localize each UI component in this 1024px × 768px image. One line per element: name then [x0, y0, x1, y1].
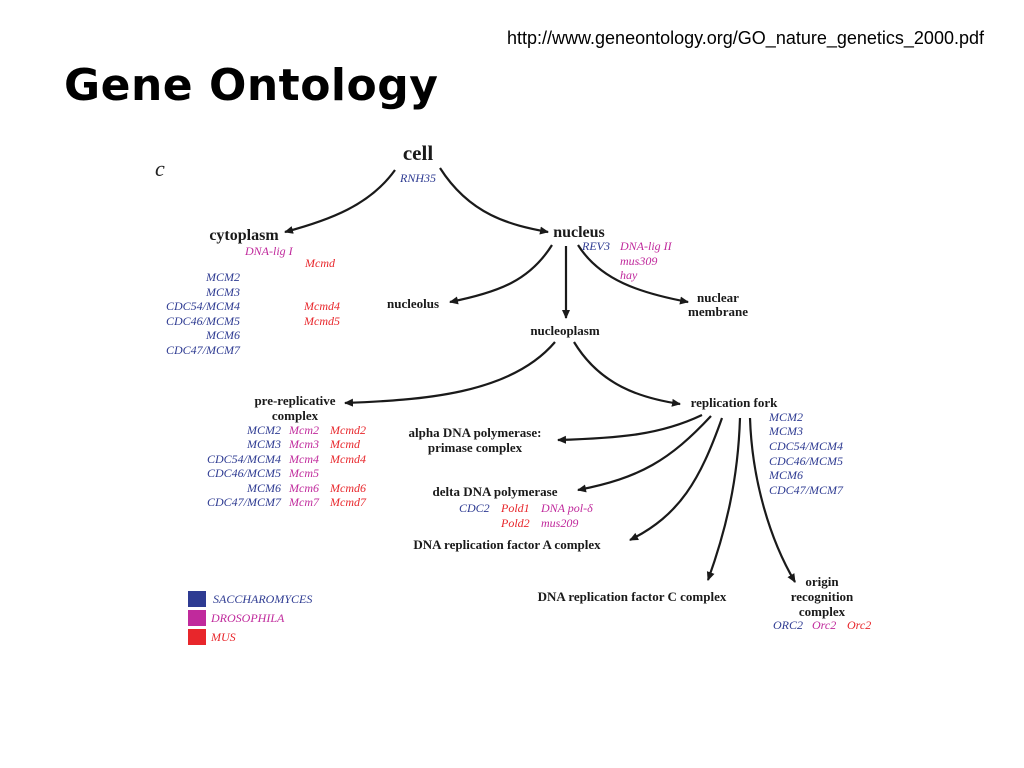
legend-label-saccharomyces: SACCHAROMYCES: [213, 592, 312, 606]
gene-prerep-mus-1: Mcmd: [329, 437, 361, 451]
gene-cell-rnh35: RNH35: [399, 171, 436, 185]
node-pre-replicative-line1: pre-replicative: [254, 393, 335, 408]
gene-prerep-sac-2: CDC54/MCM4: [207, 452, 281, 466]
gene-fork-sac-3: CDC46/MCM5: [769, 454, 843, 468]
gene-prerep-mus-2: Mcmd4: [329, 452, 366, 466]
gene-prerep-dro-5: Mcm7: [288, 495, 320, 509]
node-alpha-polymerase-line1: alpha DNA polymerase:: [409, 425, 542, 440]
edge-nucleoplasm-prerep: [344, 341, 556, 407]
panel-label: c: [155, 156, 165, 181]
node-nucleus: nucleus: [553, 224, 605, 241]
gene-fork-sac-4: MCM6: [768, 468, 803, 482]
legend-label-mus: MUS: [210, 630, 236, 644]
gene-fork-sac-5: CDC47/MCM7: [769, 483, 844, 497]
gene-nucleus-dro-0: DNA-lig II: [619, 239, 673, 253]
gene-prerep-mus-0: Mcmd2: [329, 423, 366, 437]
gene-prerep-dro-2: Mcm4: [288, 452, 319, 466]
nodes: cell cytoplasm nucleus nucleolus nuclear…: [209, 141, 854, 619]
edges: [284, 167, 796, 583]
edge-fork-rfc: [706, 417, 742, 581]
node-replication-factor-c: DNA replication factor C complex: [538, 589, 727, 604]
edge-cell-nucleus: [439, 167, 549, 235]
gene-prerep-sac-5: CDC47/MCM7: [207, 495, 282, 509]
gene-delta-dro-1: mus209: [541, 516, 578, 530]
slide-title: Gene Ontology: [64, 60, 439, 111]
gene-cytoplasm-sac-1: MCM3: [205, 285, 240, 299]
node-alpha-polymerase-line2: primase complex: [428, 440, 523, 455]
gene-prerep-dro-4: Mcm6: [288, 481, 319, 495]
gene-delta-mus-0: Pold1: [500, 501, 530, 515]
legend-swatch-mus: [188, 629, 206, 645]
gene-prerep-mus-4: Mcmd6: [329, 481, 366, 495]
gene-cytoplasm-dna-lig-i: DNA-lig I: [244, 244, 294, 258]
gene-prerep-mus-5: Mcmd7: [329, 495, 367, 509]
edge-fork-rfa: [629, 417, 724, 541]
gene-cytoplasm-mcmd: Mcmd: [304, 256, 336, 270]
species-legend: SACCHAROMYCES DROSOPHILA MUS: [188, 591, 312, 645]
edge-fork-delta: [577, 415, 712, 493]
edge-nucleoplasm-fork: [573, 341, 681, 407]
edge-nucleus-nucleolus: [449, 244, 553, 305]
gene-prerep-sac-1: MCM3: [246, 437, 281, 451]
gene-delta-mus-1: Pold2: [500, 516, 530, 530]
gene-nucleus-rev3: REV3: [581, 239, 610, 253]
node-pre-replicative-line2: complex: [272, 408, 319, 423]
gene-prerep-dro-3: Mcm5: [288, 466, 319, 480]
gene-annotations: RNH35 DNA-lig I Mcmd MCM2 MCM3 CDC54/MCM…: [166, 171, 871, 632]
gene-orc-sac: ORC2: [773, 618, 803, 632]
gene-cytoplasm-mus-0: Mcmd4: [303, 299, 340, 313]
node-nucleoplasm: nucleoplasm: [530, 323, 600, 338]
node-cytoplasm: cytoplasm: [209, 227, 279, 244]
gene-cytoplasm-sac-2: CDC54/MCM4: [166, 299, 240, 313]
node-nucleolus: nucleolus: [387, 296, 439, 311]
source-url[interactable]: http://www.geneontology.org/GO_nature_ge…: [507, 28, 984, 48]
legend-label-drosophila: DROSOPHILA: [210, 611, 285, 625]
node-orc-line3: complex: [799, 604, 846, 619]
gene-nucleus-dro-1: mus309: [620, 254, 657, 268]
node-nuclear-membrane-line2: membrane: [688, 304, 748, 319]
gene-fork-sac-2: CDC54/MCM4: [769, 439, 843, 453]
gene-fork-sac-1: MCM3: [768, 424, 803, 438]
gene-prerep-dro-1: Mcm3: [288, 437, 319, 451]
gene-orc-dro: Orc2: [812, 618, 836, 632]
edge-cell-cytoplasm: [284, 169, 396, 234]
gene-cytoplasm-sac-5: CDC47/MCM7: [166, 343, 241, 357]
node-orc-line1: origin: [805, 574, 839, 589]
gene-orc-mus: Orc2: [847, 618, 871, 632]
node-nuclear-membrane-line1: nuclear: [697, 290, 739, 305]
gene-cytoplasm-sac-4: MCM6: [205, 328, 240, 342]
gene-fork-sac-0: MCM2: [768, 410, 803, 424]
edge-fork-alpha: [557, 414, 703, 444]
node-replication-fork: replication fork: [691, 395, 779, 410]
edge-fork-orc: [748, 417, 796, 583]
gene-delta-dro-0: DNA pol-δ: [540, 501, 593, 515]
gene-cytoplasm-mus-1: Mcmd5: [303, 314, 340, 328]
node-delta-polymerase: delta DNA polymerase: [433, 484, 558, 499]
gene-nucleus-dro-2: hay: [620, 268, 638, 282]
node-orc-line2: recognition: [791, 589, 854, 604]
edge-nucleus-membrane: [577, 244, 689, 305]
gene-prerep-sac-0: MCM2: [246, 423, 281, 437]
gene-cytoplasm-sac-3: CDC46/MCM5: [166, 314, 240, 328]
legend-swatch-saccharomyces: [188, 591, 206, 607]
gene-prerep-sac-3: CDC46/MCM5: [207, 466, 281, 480]
node-cell: cell: [403, 141, 433, 165]
node-replication-factor-a: DNA replication factor A complex: [413, 537, 601, 552]
gene-cytoplasm-sac-0: MCM2: [205, 270, 240, 284]
gene-prerep-dro-0: Mcm2: [288, 423, 319, 437]
gene-delta-cdc2: CDC2: [459, 501, 490, 515]
legend-swatch-drosophila: [188, 610, 206, 626]
gene-prerep-sac-4: MCM6: [246, 481, 281, 495]
